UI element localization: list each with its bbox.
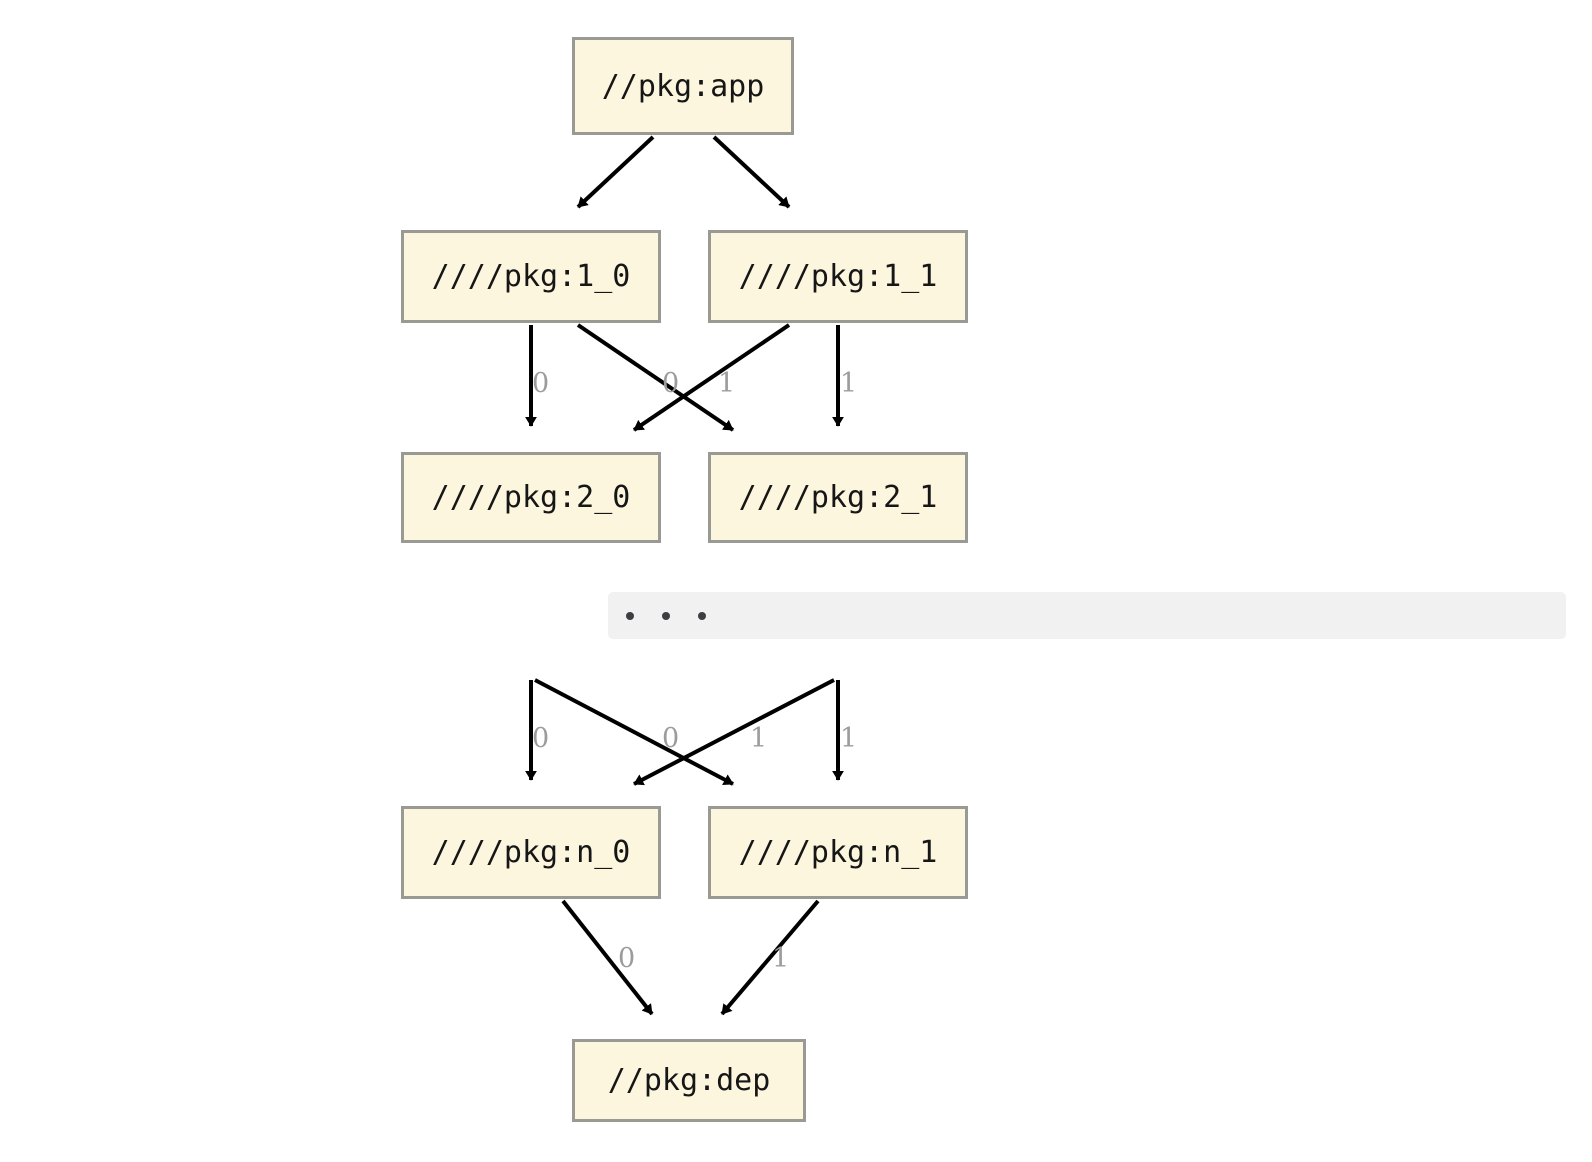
edge-label-1-1-to-2-1: 1 bbox=[840, 368, 858, 399]
node-label: ////pkg:n_1 bbox=[738, 835, 938, 870]
node-label: //pkg:dep bbox=[607, 1063, 771, 1098]
edge-group-app-to-level1 bbox=[576, 135, 791, 209]
node-pkg-app[interactable]: //pkg:app bbox=[572, 37, 794, 135]
node-label: ////pkg:2_1 bbox=[738, 480, 938, 515]
edge-label-elided-to-n-1-straight: 1 bbox=[840, 723, 858, 754]
node-pkg-1-0[interactable]: ////pkg:1_0 bbox=[401, 230, 661, 323]
ellipsis-dot-1 bbox=[626, 611, 634, 620]
node-pkg-n-0[interactable]: ////pkg:n_0 bbox=[401, 806, 661, 899]
edge-pkg1_0-to-pkg2_1 bbox=[576, 323, 735, 432]
node-pkg-2-1[interactable]: ////pkg:2_1 bbox=[708, 452, 968, 543]
edge-group-elided-to-leveln bbox=[525, 678, 844, 786]
edge-label-1-0-to-2-0: 0 bbox=[532, 368, 550, 399]
edge-group-level1-to-level2 bbox=[525, 323, 844, 432]
edge-label-1-1-to-2-0: 1 bbox=[718, 368, 736, 399]
edge-elided-to-pkgn_0-cross bbox=[633, 678, 835, 786]
edge-label-n-0-to-dep: 0 bbox=[618, 943, 636, 974]
elided-section-band bbox=[608, 592, 1566, 639]
edge-app-to-pkg1_1 bbox=[712, 135, 791, 209]
edge-label-1-0-to-2-1: 0 bbox=[662, 368, 680, 399]
node-label: ////pkg:1_1 bbox=[738, 259, 938, 294]
edge-label-n-1-to-dep: 1 bbox=[772, 943, 790, 974]
edge-group-leveln-to-dep bbox=[561, 899, 820, 1016]
edge-elided-to-pkgn_1-cross bbox=[534, 678, 734, 786]
edge-app-to-pkg1_0 bbox=[576, 135, 655, 209]
edge-label-elided-to-n-0-straight: 0 bbox=[532, 723, 550, 754]
node-pkg-n-1[interactable]: ////pkg:n_1 bbox=[708, 806, 968, 899]
node-label: ////pkg:2_0 bbox=[431, 480, 631, 515]
ellipsis-dot-3 bbox=[698, 611, 706, 620]
node-label: ////pkg:n_0 bbox=[431, 835, 631, 870]
edge-label-elided-to-n-1-cross: 0 bbox=[662, 723, 680, 754]
node-pkg-2-0[interactable]: ////pkg:2_0 bbox=[401, 452, 661, 543]
edge-pkgn_0-to-dep bbox=[561, 899, 654, 1016]
ellipsis-icon bbox=[626, 611, 706, 620]
edge-pkgn_1-to-dep bbox=[720, 899, 820, 1016]
node-pkg-dep[interactable]: //pkg:dep bbox=[572, 1039, 806, 1122]
node-label: //pkg:app bbox=[601, 68, 765, 104]
node-label: ////pkg:1_0 bbox=[431, 259, 631, 294]
node-pkg-1-1[interactable]: ////pkg:1_1 bbox=[708, 230, 968, 323]
ellipsis-dot-2 bbox=[662, 611, 670, 620]
edge-pkg1_1-to-pkg2_0 bbox=[632, 323, 791, 432]
edge-label-elided-to-n-0-cross: 1 bbox=[750, 723, 768, 754]
